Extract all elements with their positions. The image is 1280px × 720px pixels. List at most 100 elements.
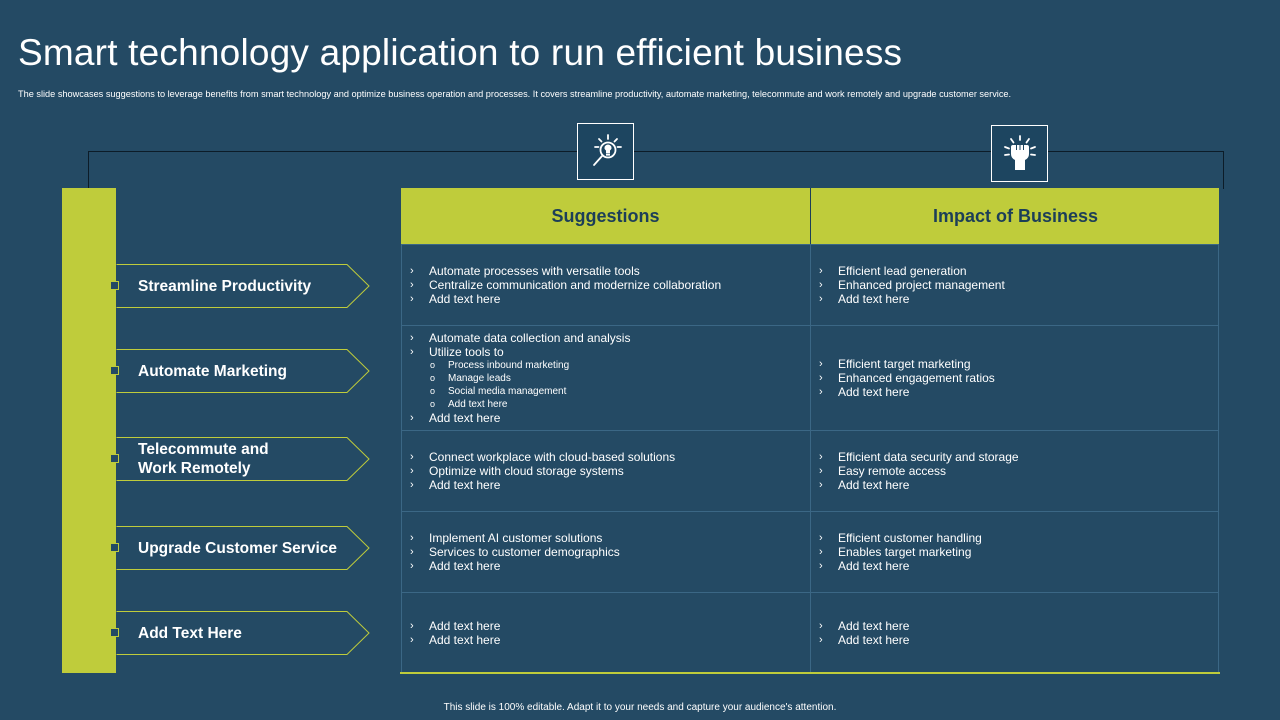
bullet-text: Add text here xyxy=(838,478,910,492)
category-label: Upgrade Customer Service xyxy=(138,539,337,557)
table-row: › Automate data collection and analysis › U… xyxy=(401,325,1219,430)
bullet-item: › Efficient data security and storage xyxy=(819,450,1218,464)
chevron-bullet-icon: › xyxy=(819,465,823,477)
table-row: ›Add text here›Add text here ›Add text h… xyxy=(401,592,1219,673)
bullet-text: Add text here xyxy=(429,619,501,633)
impact-cell: › Efficient customer handling › Enables tar… xyxy=(810,512,1219,592)
bullet-text: Add text here xyxy=(838,292,910,306)
bullet-item: ›Services to customer demographics xyxy=(410,545,810,559)
chevron-bullet-icon: › xyxy=(819,451,823,463)
bullet-text: Utilize tools to xyxy=(429,345,504,359)
bullet-item: ›Add text here xyxy=(410,478,810,492)
chevron-bullet-icon: › xyxy=(819,386,823,398)
suggestions-cell: › Automate data collection and analysis › U… xyxy=(401,326,810,430)
bullet-item: ›Add text here xyxy=(410,411,810,425)
bullet-item: ›Add text here xyxy=(819,292,1218,306)
category-bullet xyxy=(110,628,119,637)
sub-bullet-text: Add text here xyxy=(448,399,508,410)
bullet-item: › Enhanced engagement ratios xyxy=(819,371,1218,385)
bullet-text: Enables target marketing xyxy=(838,545,972,559)
left-accent-bar xyxy=(62,188,116,673)
impact-cell: ›Efficient data security and storage›Eas… xyxy=(810,431,1219,511)
bullet-text: Add text here xyxy=(429,559,501,573)
bullet-text: Enhanced engagement ratios xyxy=(838,371,995,385)
table-row: ›Implement AI customer solutions›Service… xyxy=(401,511,1219,592)
chevron-bullet-icon: › xyxy=(819,634,823,646)
category-label: Add Text Here xyxy=(138,624,242,642)
chevron-bullet-icon: › xyxy=(410,265,414,277)
chevron-bullet-icon: › xyxy=(819,546,823,558)
chevron-bullet-icon: › xyxy=(819,532,823,544)
bullet-item: › Add text here xyxy=(410,619,810,633)
connector-line-left xyxy=(88,151,89,189)
bullet-text: Connect workplace with cloud-based solut… xyxy=(429,450,676,464)
bullet-text: Automate data collection and analysis xyxy=(429,331,631,345)
connector-line-right xyxy=(1223,151,1224,189)
category-bullet xyxy=(110,366,119,375)
bullet-item: › Add text here xyxy=(819,385,1218,399)
bullet-item: ›Add text here xyxy=(819,559,1218,573)
impact-cell: › Efficient lead generation›Enhanced proj… xyxy=(810,245,1219,325)
bullet-item: ›Efficient target marketing xyxy=(819,357,1218,371)
bullet-text: Automate processes with versatile tools xyxy=(429,264,640,278)
bullet-text: Optimize with cloud storage systems xyxy=(429,464,624,478)
chevron-bullet-icon: › xyxy=(410,620,414,632)
chevron-bullet-icon: › xyxy=(819,265,823,277)
category-label: Streamline Productivity xyxy=(138,277,312,295)
table-bottom-rule xyxy=(400,672,1220,674)
bullet-item: ›Enhanced project management xyxy=(819,278,1218,292)
bullet-text: Efficient customer handling xyxy=(838,531,982,545)
category-streamline-productivity: Streamline Productivity xyxy=(110,264,372,308)
bullet-item: › Connect workplace with cloud-based solu… xyxy=(410,450,810,464)
slide-title: Smart technology application to run effi… xyxy=(18,32,903,73)
bullet-text: Add text here xyxy=(838,385,910,399)
bullet-item: › Automate processes with versatile tools xyxy=(410,264,810,278)
chevron-bullet-icon: › xyxy=(819,372,823,384)
circle-bullet-icon: o xyxy=(430,373,436,383)
sub-bullet-text: Social media management xyxy=(448,386,567,397)
impact-cell: ›Efficient target marketing›Enhanced eng… xyxy=(810,326,1219,430)
bullet-text: Services to customer demographics xyxy=(429,545,620,559)
chevron-bullet-icon: › xyxy=(819,479,823,491)
bullet-text: Add text here xyxy=(429,633,501,647)
table-row: › Automate processes with versatile tools… xyxy=(401,244,1219,325)
category-telecommute: Telecommute and Work Remotely xyxy=(110,437,372,481)
chevron-bullet-icon: › xyxy=(410,412,414,424)
category-label: Automate Marketing xyxy=(138,362,287,380)
bullet-text: Efficient lead generation xyxy=(838,264,967,278)
chevron-bullet-icon: › xyxy=(410,279,414,291)
bullet-text: Centralize communication and modernize c… xyxy=(429,278,722,292)
impact-cell: ›Add text here›Add text here xyxy=(810,593,1219,673)
bullet-item: › Add text here xyxy=(410,633,810,647)
chevron-bullet-icon: › xyxy=(410,634,414,646)
chevron-bullet-icon: › xyxy=(819,620,823,632)
connector-line xyxy=(88,151,1224,152)
chevron-bullet-icon: › xyxy=(410,560,414,572)
slide-footer: This slide is 100% editable. Adapt it to… xyxy=(443,702,837,713)
chevron-bullet-icon: › xyxy=(819,358,823,370)
category-bullet xyxy=(110,281,119,290)
raised-fist-icon xyxy=(991,125,1048,182)
chevron-bullet-icon: › xyxy=(410,451,414,463)
category-bullet xyxy=(110,454,119,463)
bullet-item: ›Optimize with cloud storage systems xyxy=(410,464,810,478)
circle-bullet-icon: o xyxy=(430,399,436,409)
lightbulb-magnifier-icon xyxy=(577,123,634,180)
chevron-bullet-icon: › xyxy=(410,293,414,305)
bullet-text: Add text here xyxy=(429,292,501,306)
suggestions-cell: ›Implement AI customer solutions›Service… xyxy=(401,512,810,592)
suggestions-cell: › Automate processes with versatile tools… xyxy=(401,245,810,325)
bullet-text: Efficient data security and storage xyxy=(838,450,1019,464)
suggestions-table: Suggestions Impact of Business ›Automate… xyxy=(401,188,1219,673)
bullet-item: › Efficient customer handling xyxy=(819,531,1218,545)
bullet-text: Add text here xyxy=(429,478,501,492)
suggestions-cell: › Add text here › Add text here xyxy=(401,593,810,673)
header-suggestions: Suggestions xyxy=(551,205,660,226)
chevron-bullet-icon: › xyxy=(410,332,414,344)
slide-subtitle: The slide showcases suggestions to lever… xyxy=(18,89,1012,99)
bullet-item: › Add text here xyxy=(410,292,810,306)
bullet-item: › Efficient lead generation xyxy=(819,264,1218,278)
